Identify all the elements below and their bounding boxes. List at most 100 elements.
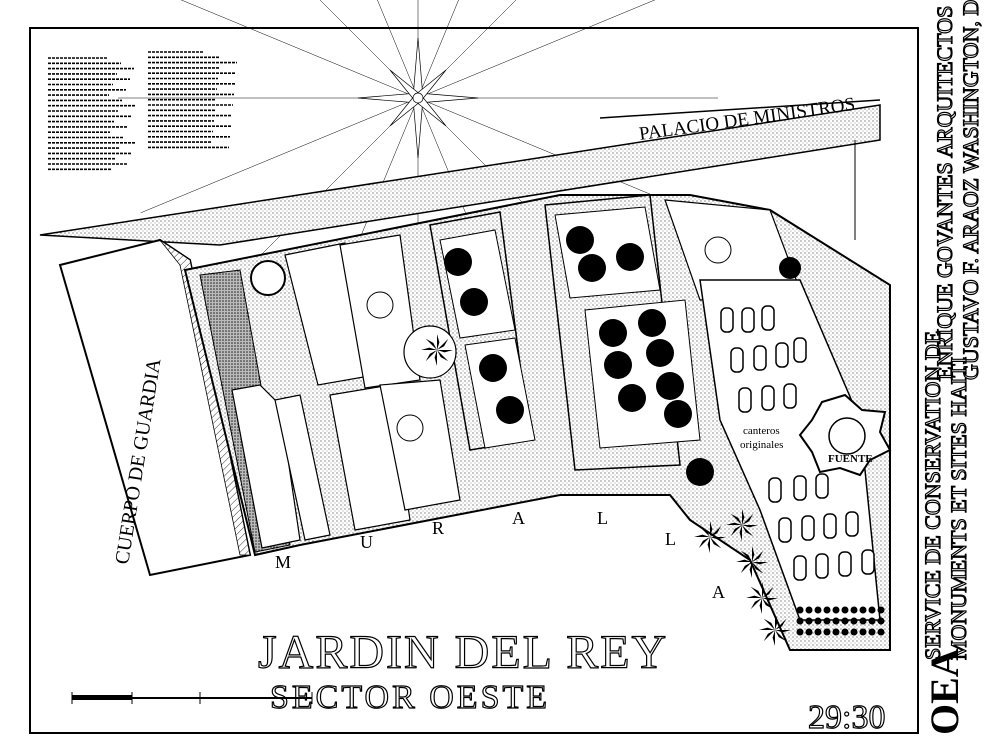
bush (814, 628, 822, 636)
bush (868, 617, 876, 625)
cantero-bed (823, 513, 837, 539)
page-title: JARDIN DEL REY (258, 626, 668, 679)
cantero-bed (861, 549, 875, 575)
bush (841, 617, 849, 625)
bush (805, 606, 813, 614)
cantero-bed (753, 345, 767, 371)
tree (479, 354, 507, 382)
muralla-letter: A (712, 582, 725, 602)
bush (796, 606, 804, 614)
credit-line-1: ENRIQUE GOVANTES ARQUITECTOS (932, 6, 957, 380)
tree (566, 226, 594, 254)
trees (444, 226, 714, 486)
oea-logo: OEA (922, 648, 967, 735)
muralla-letter: M (275, 552, 291, 572)
cantero-bed (838, 551, 852, 577)
tree (618, 384, 646, 412)
tree (604, 351, 632, 379)
cantero-bed (801, 515, 815, 541)
palm-tree (759, 614, 791, 646)
tree (616, 243, 644, 271)
bush (796, 617, 804, 625)
bush (877, 617, 885, 625)
palm-tree (694, 521, 726, 553)
tree (656, 372, 684, 400)
bush (823, 617, 831, 625)
bush-row (796, 606, 885, 636)
scale-bar (71, 692, 313, 704)
fountain-circle (403, 325, 457, 379)
palm-trees (421, 334, 791, 646)
cantero-bed (845, 511, 859, 537)
bush (850, 628, 858, 636)
bush (832, 606, 840, 614)
bush (859, 606, 867, 614)
tree (646, 339, 674, 367)
credit-line-4: MONUMENTS ET SITES HAITI (946, 357, 971, 660)
cantero-bed (730, 347, 744, 373)
bush (814, 606, 822, 614)
cantero-bed (778, 517, 792, 543)
muralla-letter: L (665, 529, 676, 549)
cantero-bed (761, 385, 775, 411)
tree (444, 248, 472, 276)
muralla-letter: L (597, 508, 608, 528)
canteros-label: canteros (743, 425, 780, 437)
bush (796, 628, 804, 636)
cantero-bed (793, 337, 807, 363)
cantero-bed (793, 555, 807, 581)
sheet-number: 29:30 (808, 699, 885, 736)
legend-block (48, 51, 237, 171)
canteros-beds (720, 305, 875, 581)
bush (823, 606, 831, 614)
bush (805, 628, 813, 636)
tree (578, 254, 606, 282)
palm-tree (736, 546, 768, 578)
credit-line-3: SERVICE DE CONSERVATION DE (920, 331, 945, 660)
cantero-bed (768, 477, 782, 503)
bush (859, 617, 867, 625)
credit-line-2: GUSTAVO F. ARAOZ WASHINGTON, DC (958, 0, 983, 380)
cantero-bed (815, 473, 829, 499)
bush (877, 628, 885, 636)
cantero-bed (741, 307, 755, 333)
palm-tree (746, 582, 778, 614)
tree (599, 319, 627, 347)
bush (832, 617, 840, 625)
cantero-bed (738, 387, 752, 413)
muralla-label: M U R A L L A (275, 508, 725, 602)
muralla-letter: U (360, 532, 373, 552)
tree (496, 396, 524, 424)
bush (823, 628, 831, 636)
bush (832, 628, 840, 636)
cantero-bed (720, 307, 734, 333)
palm-tree (726, 509, 758, 541)
cantero-bed (775, 342, 789, 368)
cantero-bed (793, 475, 807, 501)
bush (805, 617, 813, 625)
fuente-label: FUENTE (828, 453, 873, 465)
tree (460, 288, 488, 316)
tree (664, 400, 692, 428)
muralla-letter: R (432, 518, 444, 538)
tree (638, 309, 666, 337)
tree (686, 458, 714, 486)
bush (868, 606, 876, 614)
bush (850, 617, 858, 625)
page-subtitle: SECTOR OESTE (270, 679, 550, 716)
bush (868, 628, 876, 636)
bush (859, 628, 867, 636)
muralla-letter: A (512, 508, 525, 528)
bush (841, 606, 849, 614)
originales-label: originales (740, 439, 783, 451)
bush (841, 628, 849, 636)
bush (814, 617, 822, 625)
cantero-bed (815, 553, 829, 579)
cantero-bed (783, 383, 797, 409)
garden-plan: FUENTE canteros originales (183, 194, 892, 651)
bush (877, 606, 885, 614)
cantero-bed (761, 305, 775, 331)
palm-tree (421, 334, 453, 366)
bush (850, 606, 858, 614)
